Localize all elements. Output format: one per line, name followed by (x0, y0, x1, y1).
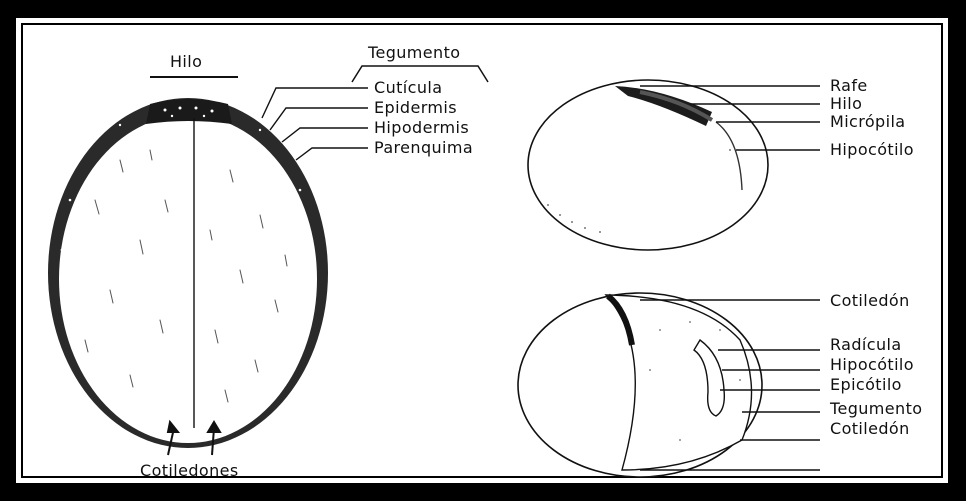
label-epicotilo: Epicótilo (830, 375, 902, 394)
label-rafe: Rafe (830, 76, 868, 95)
label-hilo-left: Hilo (170, 52, 202, 71)
label-micropila: Micrópila (830, 112, 906, 131)
label-cotiledones: Cotiledones (140, 461, 239, 480)
label-hilo-top: Hilo (830, 94, 862, 113)
label-cotiledon-1: Cotiledón (830, 291, 910, 310)
label-hipocotilo-top: Hipocótilo (830, 140, 914, 159)
label-tegumento-bottom: Tegumento (829, 399, 922, 418)
left-seed-inner (59, 115, 317, 443)
label-epidermis: Epidermis (374, 98, 457, 117)
label-hipodermis: Hipodermis (374, 118, 469, 137)
label-cuticula: Cutícula (374, 78, 442, 97)
label-cotiledon-2: Cotiledón (830, 419, 910, 438)
top-seed-outline (528, 80, 768, 250)
label-tegumento-header: Tegumento (367, 43, 460, 62)
hilum-cap (146, 99, 232, 124)
label-parenquima: Parenquima (374, 138, 473, 157)
label-hipocotilo-bottom: Hipocótilo (830, 355, 914, 374)
label-radicula: Radícula (830, 335, 902, 354)
